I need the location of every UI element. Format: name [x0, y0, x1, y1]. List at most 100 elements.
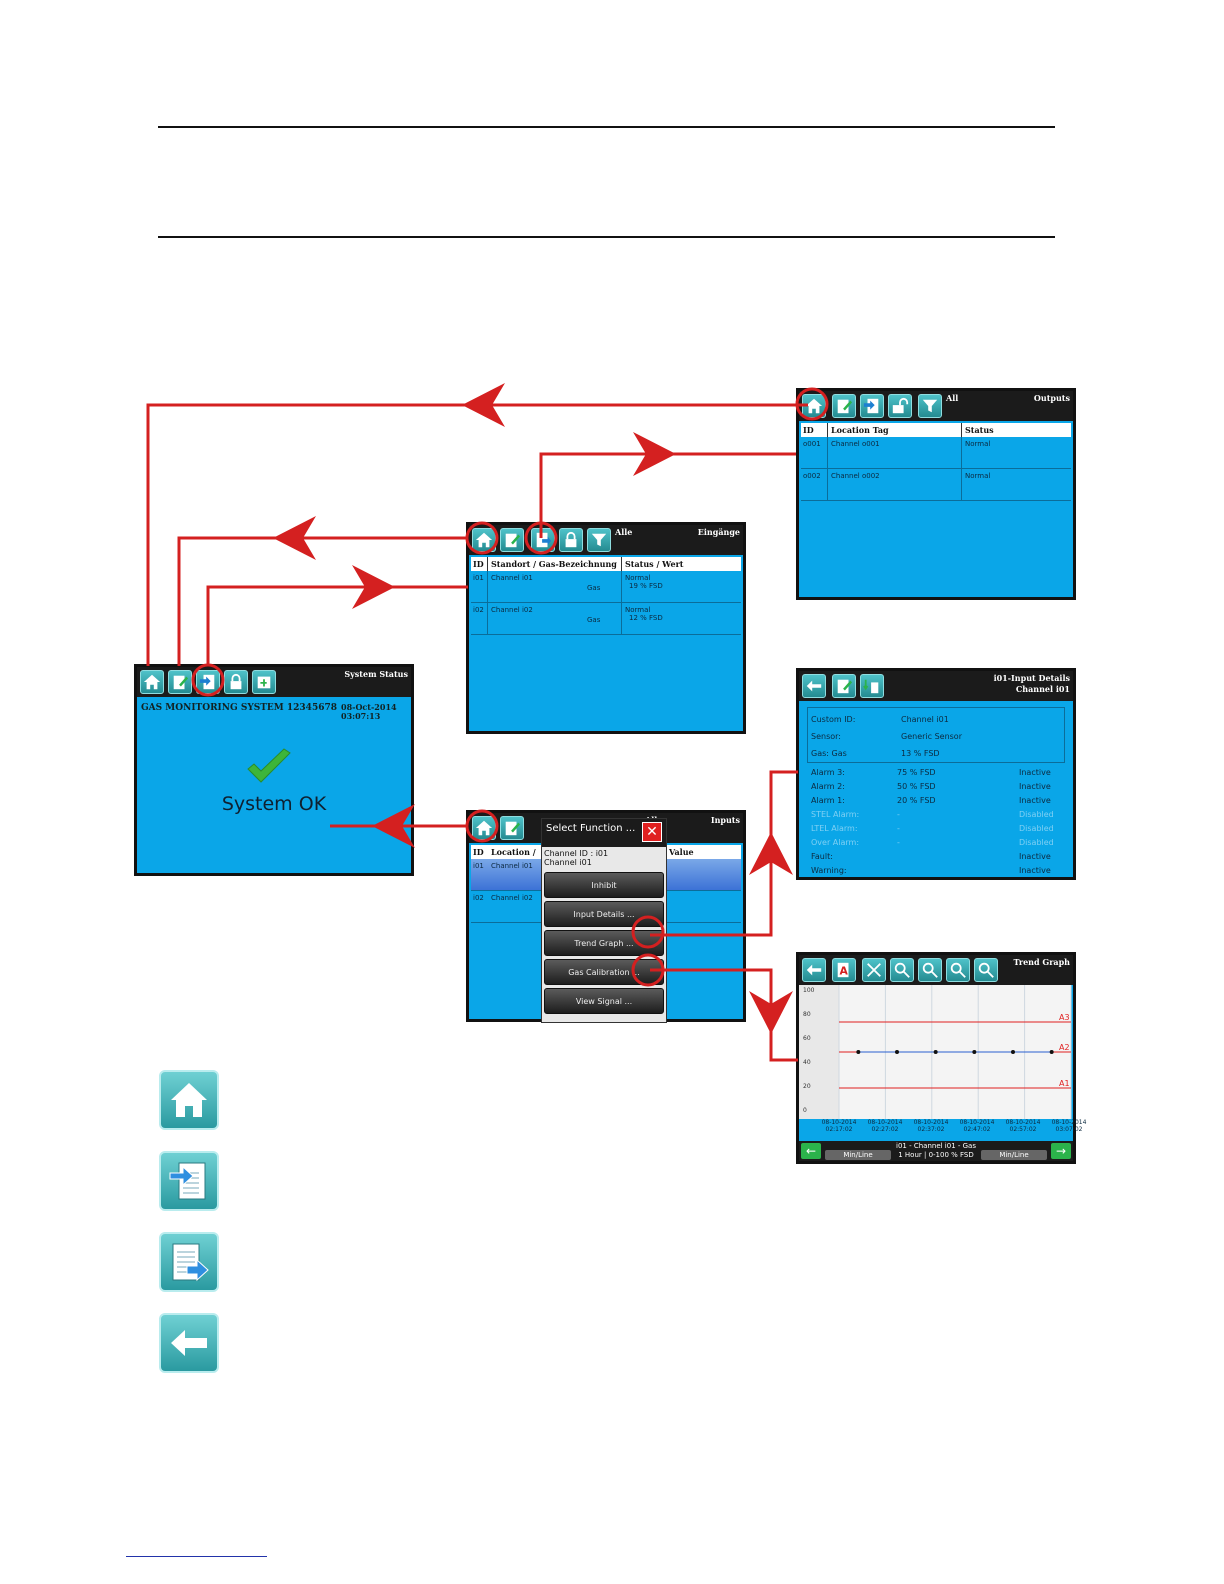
close-icon[interactable]: ✕: [642, 822, 662, 842]
toolbar: Alle Eingänge: [469, 525, 743, 555]
system-status-screen: System Status GAS MONITORING SYSTEM 1234…: [134, 664, 414, 876]
arrow-line: [206, 585, 468, 666]
data-point: [972, 1050, 977, 1054]
arrow-head: [462, 383, 505, 427]
alarm-icon[interactable]: A: [832, 958, 856, 982]
row-value: 12 % FSD: [629, 614, 663, 622]
table-row[interactable]: o001 Channel o001 Normal: [801, 437, 1071, 469]
page-forward-icon: [159, 1151, 219, 1211]
dialog-channel-id: Channel ID : i01: [544, 849, 609, 858]
zoom-out-y-icon[interactable]: [974, 958, 998, 982]
table-row[interactable]: i02 Channel i02 Gas Normal 12 % FSD: [471, 603, 741, 635]
filter-icon[interactable]: [918, 394, 942, 418]
calibrate-icon[interactable]: [860, 674, 884, 698]
x-tick-date: 08-10-2014: [913, 1119, 949, 1126]
select-function-dialog: Select Function ... ✕ Channel ID : i01 C…: [541, 818, 667, 1023]
back-arrow-icon[interactable]: [802, 958, 826, 982]
home-icon[interactable]: [472, 816, 496, 840]
zoom-reset-icon[interactable]: [862, 958, 886, 982]
gas-calibration-button[interactable]: Gas Calibration ...: [544, 959, 664, 985]
zoom-in-x-icon[interactable]: [890, 958, 914, 982]
dialog-header: Select Function ... ✕: [542, 819, 666, 847]
trend-caption-line2: 1 Hour | 0-100 % FSD: [898, 1151, 974, 1159]
trend-graph-button[interactable]: Trend Graph ...: [544, 930, 664, 956]
previous-arrow-icon[interactable]: ←: [801, 1143, 821, 1159]
edit-icon[interactable]: [168, 670, 192, 694]
table-header: ID Standort / Gas-Bezeichnung Status / W…: [471, 557, 741, 571]
zoom-in-y-icon[interactable]: [946, 958, 970, 982]
data-point: [1011, 1050, 1015, 1054]
min-line-button[interactable]: Min/Line: [825, 1150, 891, 1160]
row-id: i02: [473, 606, 484, 614]
detail-label: Sensor:: [811, 732, 841, 741]
view-signal-button[interactable]: View Signal ...: [544, 988, 664, 1014]
edit-icon[interactable]: [832, 674, 856, 698]
row-location: Channel i01: [491, 862, 533, 870]
max-line-button[interactable]: Min/Line: [981, 1150, 1047, 1160]
toolbar: System Status: [137, 667, 411, 697]
page-forward-icon[interactable]: [860, 394, 884, 418]
dialog-channel: Channel ID : i01 Channel i01: [542, 847, 666, 869]
row-location: Channel i02: [491, 606, 533, 614]
arrow-head: [633, 432, 676, 476]
outputs-table: ID Location Tag Status o001 Channel o001…: [801, 423, 1071, 501]
col-location: Standort / Gas-Bezeichnung: [491, 559, 617, 569]
edit-icon[interactable]: [500, 528, 524, 552]
x-tick-time: 02:17:02: [825, 1126, 853, 1133]
page-next-icon[interactable]: [531, 528, 555, 552]
system-name: GAS MONITORING SYSTEM 12345678: [141, 703, 337, 713]
unlock-icon[interactable]: [888, 394, 912, 418]
page-forward-icon[interactable]: [196, 670, 220, 694]
alarm-label: Alarm 1:: [811, 796, 845, 805]
table-header: ID Location Tag Status: [801, 423, 1071, 437]
home-icon[interactable]: [140, 670, 164, 694]
data-point: [933, 1050, 938, 1054]
next-arrow-icon[interactable]: →: [1051, 1143, 1071, 1159]
dialog-channel-name: Channel i01: [544, 858, 592, 867]
edit-icon[interactable]: [500, 816, 524, 840]
x-tick-time: 02:57:02: [1009, 1126, 1037, 1133]
lock-icon[interactable]: [224, 670, 248, 694]
alarm-label: Alarm 3:: [811, 768, 845, 777]
system-date: 08-Oct-2014: [341, 702, 397, 712]
col-id: ID: [803, 425, 814, 435]
alarm-state: Inactive: [1019, 852, 1051, 861]
inhibit-button[interactable]: Inhibit: [544, 872, 664, 898]
row-id: i01: [473, 574, 484, 582]
y-tick-label: 100: [803, 987, 815, 994]
alarm-state: Disabled: [1019, 810, 1054, 819]
alarm-label: Warning:: [811, 866, 847, 875]
home-icon[interactable]: [472, 528, 496, 552]
lock-icon[interactable]: [559, 528, 583, 552]
inputs-de-screen: Alle Eingänge ID Standort / Gas-Bezeichn…: [466, 522, 746, 734]
table-row[interactable]: i01 Channel i01 Gas Normal 19 % FSD: [471, 571, 741, 603]
home-icon[interactable]: [802, 394, 826, 418]
filter-icon[interactable]: [587, 528, 611, 552]
arrow-line: [177, 536, 468, 666]
data-point: [895, 1050, 899, 1054]
edit-icon[interactable]: [832, 394, 856, 418]
col-value: Value: [669, 847, 694, 857]
header-rule-top: [158, 126, 1055, 128]
back-arrow-icon[interactable]: [802, 674, 826, 698]
export-icon[interactable]: [252, 670, 276, 694]
system-ok-label: System OK: [221, 793, 327, 815]
table-row[interactable]: o002 Channel o002 Normal: [801, 469, 1071, 501]
header-rule-bottom: [158, 236, 1055, 238]
arrow-head: [749, 832, 793, 875]
input-details-button[interactable]: Input Details ...: [544, 901, 664, 927]
alarm-label: Alarm 2:: [811, 782, 845, 791]
screen-title: Eingänge: [697, 527, 740, 537]
alarm-state: Disabled: [1019, 838, 1054, 847]
row-id: i02: [473, 894, 484, 902]
row-location: Channel i01: [491, 574, 533, 582]
x-tick-date: 08-10-2014: [867, 1119, 903, 1126]
alarm-state: Inactive: [1019, 768, 1051, 777]
zoom-out-x-icon[interactable]: [918, 958, 942, 982]
